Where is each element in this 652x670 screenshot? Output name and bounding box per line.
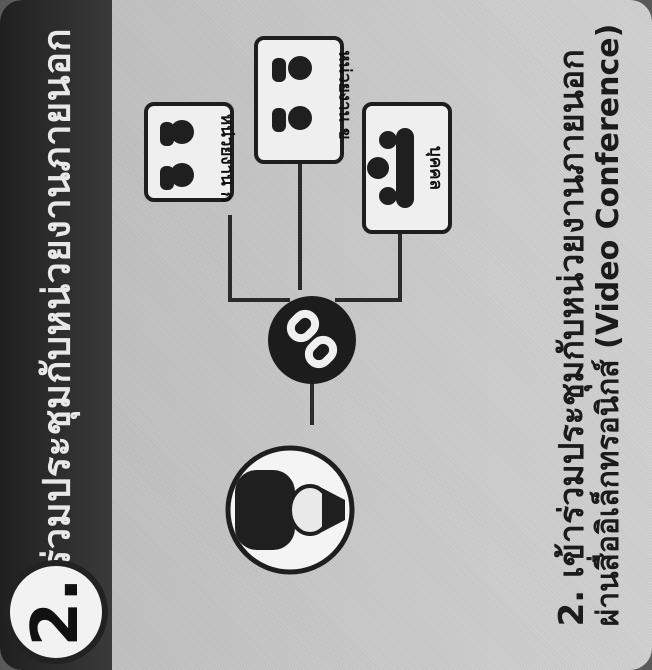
hub-node xyxy=(268,296,356,384)
agency-b-people-icon xyxy=(272,56,312,132)
connector-lines xyxy=(228,160,402,425)
agency-a-label: หน่วยงาน ก xyxy=(216,113,237,203)
person-icon xyxy=(235,470,345,550)
caption-line-1: 2. เข้าร่วมประชุมกับหน่วยงานภายนอก xyxy=(552,49,593,627)
presenter-avatar xyxy=(225,445,355,575)
agency-a-node xyxy=(144,102,234,202)
caption: 2. เข้าร่วมประชุมกับหน่วยงานภายนอก ผ่านส… xyxy=(552,23,627,627)
link-icon xyxy=(286,309,338,369)
agency-a-people-icon xyxy=(160,120,194,190)
title-banner: เข้าร่วมประชุมกับหน่วยงานภายนอก xyxy=(0,0,112,670)
group-icon xyxy=(367,128,414,208)
agency-b-label: หน่วยงาน ข xyxy=(334,50,355,140)
agency-b-node xyxy=(254,36,344,164)
public-node xyxy=(362,102,452,234)
step-number-badge: 2. xyxy=(4,560,108,664)
public-label: บุคคล xyxy=(425,146,446,190)
caption-line-2: ผ่านสื่ออิเล็กทรอนิกส์ (Video Conference… xyxy=(591,23,627,627)
